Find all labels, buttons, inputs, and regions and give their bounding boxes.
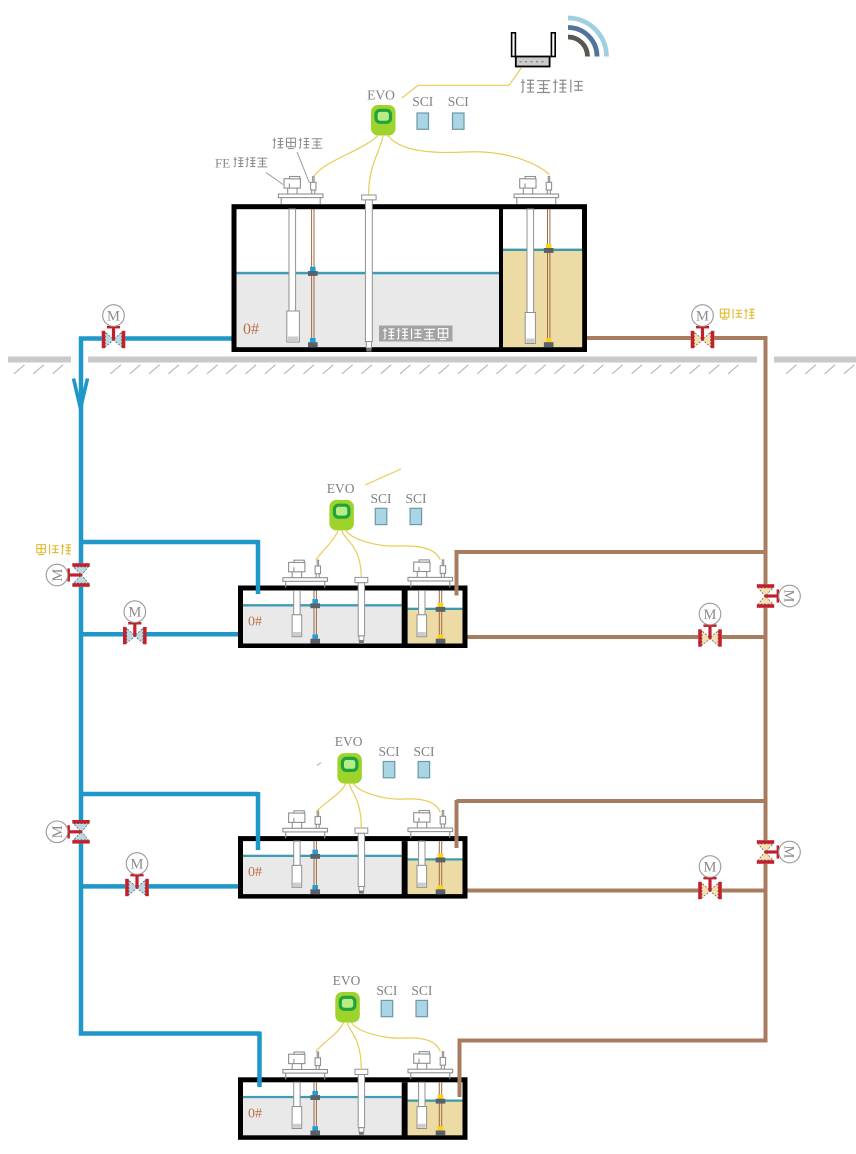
svg-text:0#: 0# [243,321,259,338]
svg-text:0#: 0# [248,615,262,630]
svg-text:FE: FE [215,156,230,171]
svg-text:EVO: EVO [367,88,395,103]
svg-text:SCI: SCI [448,94,470,109]
svg-text:SCI: SCI [412,94,434,109]
